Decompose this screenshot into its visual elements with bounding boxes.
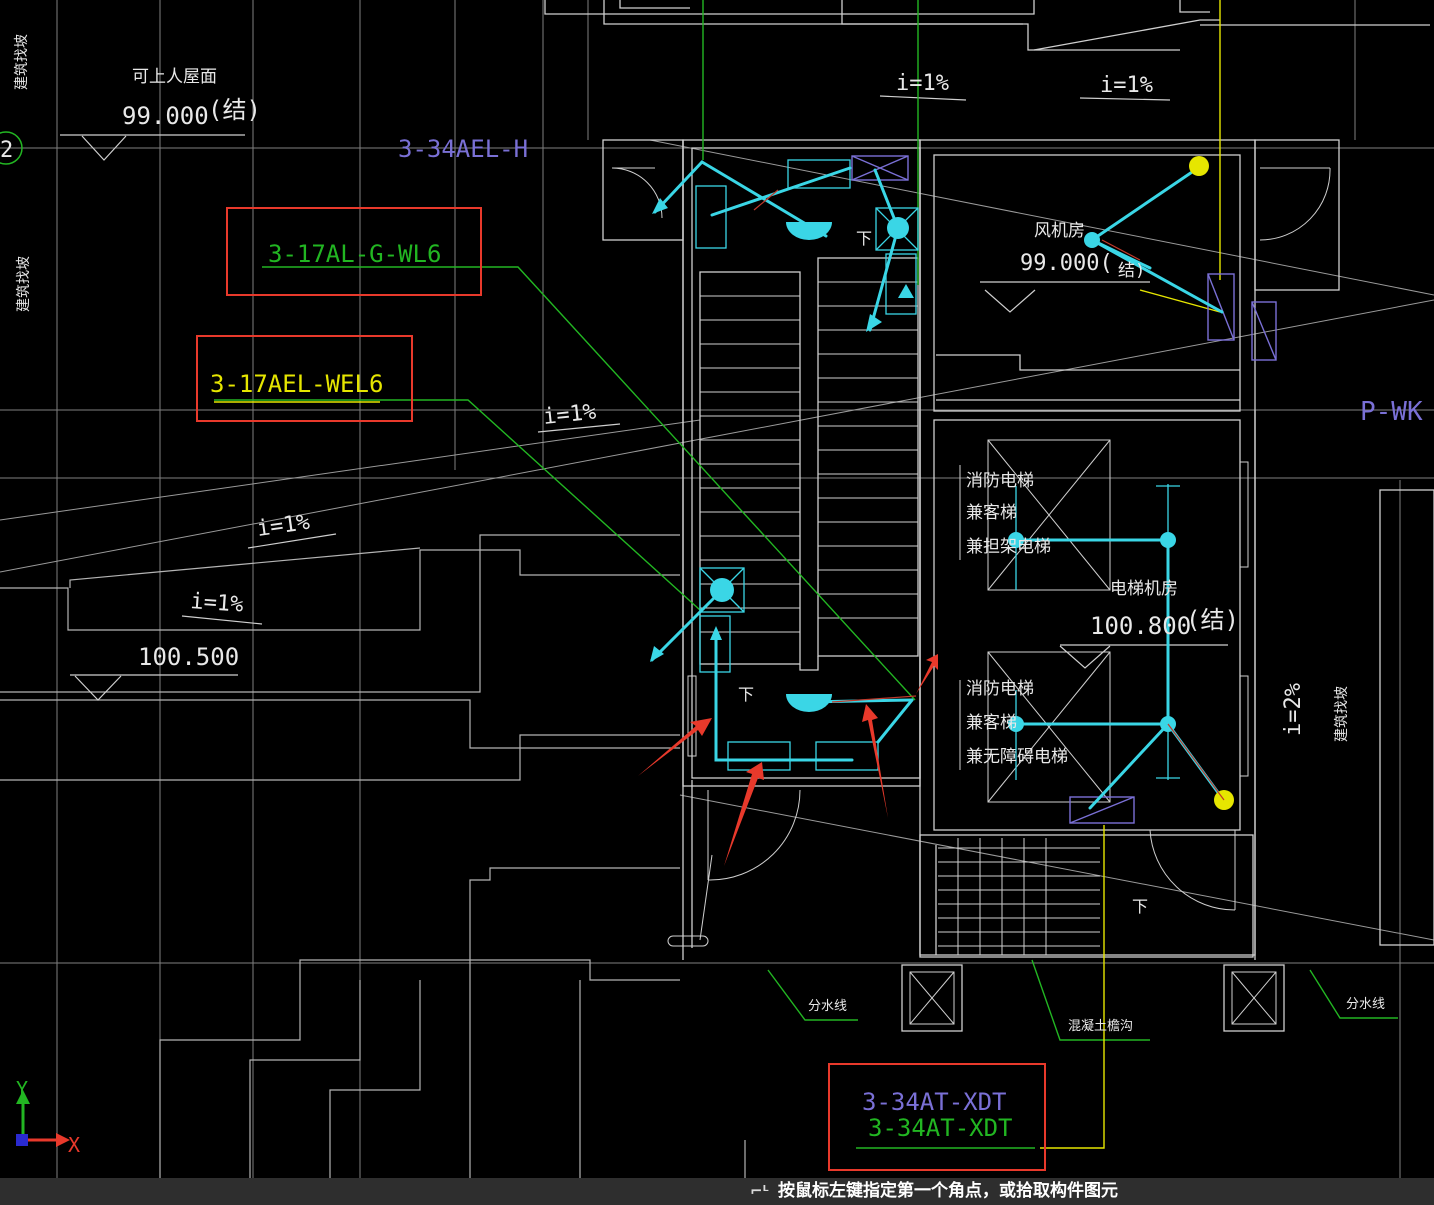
cyan-lamps [710,217,1176,732]
down-text-2: 下 [738,685,754,704]
down-text-1: 下 [856,229,872,248]
level-99-text: 99.000 [122,102,209,130]
ucs-x-text: X [68,1133,80,1157]
elevator-room-text: 电梯机房 [1110,579,1178,599]
slope-text-5: i=1% [190,589,245,618]
elevator-2a-text: 消防电梯 [966,679,1034,699]
doors [611,167,1331,947]
roof-access-text: 可上人屋面 [132,67,217,87]
slope-text-6: i=2% [1281,683,1306,736]
right-vertical-text: 建筑找坡 [1334,686,1350,742]
level-markers [60,95,1228,701]
down-text-3: 下 [1132,897,1148,916]
stair-treads-right [818,281,918,619]
fan-level-text: 99.000( [1020,251,1113,276]
elevator-shafts [959,439,1111,803]
label-wire-xdt-purple: 3-34AT-XDT [862,1088,1007,1116]
slope-text-3: i=1% [542,400,597,430]
drawing-canvas[interactable]: 3-17AL-G-WL6 3-17AEL-WEL6 3-34AEL-H 3-34… [0,0,1434,1178]
elevator-1c-text: 兼担架电梯 [966,537,1051,557]
struct-mark-text: (结) [208,96,261,124]
red-arrows [638,654,938,866]
stair-treads-lower [938,838,1100,955]
callout-xdt [828,1063,1046,1171]
ucs-icon: Y X [16,1077,80,1157]
level-100-8-text: 100.800 [1090,612,1191,640]
left-vertical-text-2: 建筑找坡 [16,256,32,312]
label-wire-wl6: 3-17AL-G-WL6 [268,240,441,268]
slope-text-4: i=1% [255,510,311,542]
red-accents [753,189,1225,801]
cyan-arrowheads [650,198,914,662]
elevator-1a-text: 消防电梯 [966,471,1034,491]
elevator-2b-text: 兼客梯 [966,713,1017,733]
axis-bubble-text: 2 [0,138,13,163]
drains [909,971,1277,1025]
label-wire-wel6: 3-17AEL-WEL6 [210,370,383,398]
fan-struct-text: 结) [1118,261,1145,281]
cyan-wiring [650,160,1224,810]
command-prompt-text: 按鼠标左键指定第一个角点，或拾取构件图元 [778,1181,1118,1201]
struct-mark-2-text: (结) [1186,606,1239,634]
label-wire-xdt-green: 3-34AT-XDT [868,1114,1013,1142]
walls [544,0,1434,1032]
callout-wl6 [226,207,482,296]
stepped-outlines [0,534,746,1178]
fan-room-text: 风机房 [1034,221,1085,241]
purple-fixtures [851,155,1277,824]
elevator-2c-text: 兼无障碍电梯 [966,747,1068,767]
left-vertical-text-1: 建筑找坡 [14,34,30,90]
ucs-y-text: Y [16,1077,28,1101]
elevator-1b-text: 兼客梯 [966,503,1017,523]
slope-text-2: i=1% [1100,73,1153,98]
pick-corner-icon: ⌐ᴸ [750,1182,769,1200]
watershed-text-1: 分水线 [808,999,847,1014]
concrete-gutter-text: 混凝土檐沟 [1068,1018,1133,1034]
level-100-5-text: 100.500 [138,643,239,671]
label-p-wk: P-WK [1360,397,1423,427]
slope-text-1: i=1% [896,71,949,96]
watershed-text-2: 分水线 [1346,997,1385,1012]
label-wire-h: 3-34AEL-H [398,135,528,163]
yellow-wiring [214,0,1221,1149]
callout-wel6 [196,335,413,422]
axis-bubble: 2 [0,131,23,165]
gridlines [0,0,1434,1178]
command-prompt-bar: ⌐ᴸ 按鼠标左键指定第一个角点，或拾取构件图元 [0,1178,1434,1205]
